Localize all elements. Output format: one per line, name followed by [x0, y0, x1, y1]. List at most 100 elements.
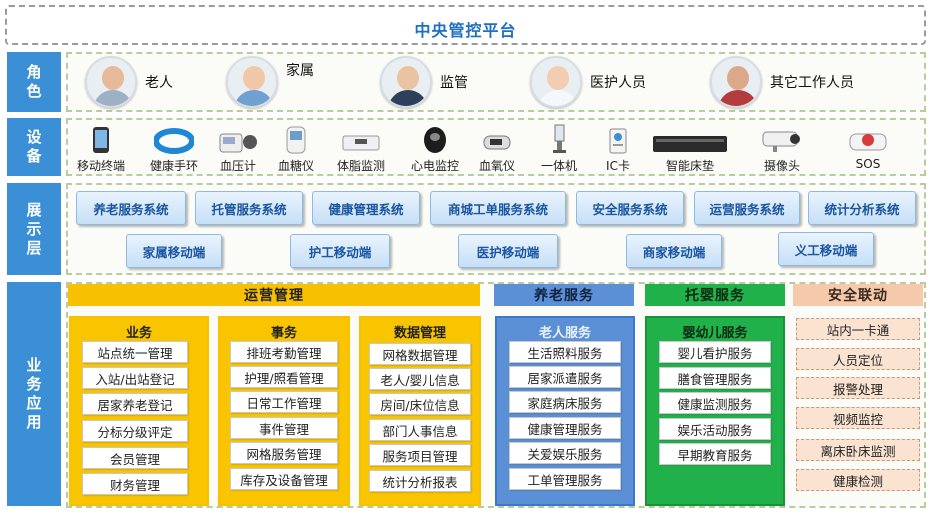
mobile-family[interactable]: 家属移动端: [126, 234, 222, 268]
system-elderly-care[interactable]: 养老服务系统: [76, 191, 186, 225]
list-item[interactable]: 婴儿看护服务: [659, 341, 771, 363]
oximeter-icon: [470, 124, 524, 154]
safety-linkage-header: 安全联动: [793, 284, 923, 306]
blood-pressure-monitor-icon: [212, 124, 264, 154]
body-fat-scale-icon: [330, 124, 392, 154]
list-item[interactable]: 财务管理: [82, 473, 188, 495]
list-item[interactable]: 事件管理: [230, 417, 338, 439]
role-label: 医护人员: [590, 75, 646, 91]
side-label-presentation: 展示层: [7, 183, 61, 275]
list-item[interactable]: 健康检测: [796, 469, 920, 491]
panel-title: 事务: [270, 326, 297, 341]
role-supervisor[interactable]: 监管: [380, 56, 468, 108]
role-label: 监管: [440, 75, 468, 91]
operations-header: 运营管理: [68, 284, 480, 306]
list-item[interactable]: 关爱娱乐服务: [509, 442, 621, 464]
system-custody[interactable]: 托管服务系统: [195, 191, 303, 225]
device-mobile[interactable]: 移动终端: [71, 124, 131, 174]
nurse-avatar-icon: [530, 56, 582, 108]
mobile-phone-icon: [71, 124, 131, 154]
list-item[interactable]: 家庭病床服务: [509, 391, 621, 413]
role-family[interactable]: 家属: [226, 56, 314, 108]
list-item[interactable]: 站内一卡通: [796, 318, 920, 340]
device-bp-monitor[interactable]: 血压计: [212, 124, 264, 174]
supervisor-avatar-icon: [380, 56, 432, 108]
elderly-service-header: 养老服务: [494, 284, 634, 306]
list-item[interactable]: 居家养老登记: [82, 393, 188, 415]
device-sos[interactable]: SOS: [846, 124, 890, 171]
list-item[interactable]: 离床卧床监测: [796, 439, 920, 461]
mobile-medical[interactable]: 医护移动端: [458, 234, 558, 268]
staff-avatar-icon: [710, 56, 762, 108]
panel-title: 业务: [125, 326, 152, 341]
family-avatar-icon: [226, 56, 278, 108]
mobile-merchant[interactable]: 商家移动端: [626, 234, 722, 268]
device-kiosk[interactable]: 一体机: [534, 124, 584, 174]
list-item[interactable]: 网格服务管理: [230, 442, 338, 464]
childcare-service-header: 托婴服务: [645, 284, 785, 306]
list-item[interactable]: 站点统一管理: [82, 341, 188, 363]
role-elderly[interactable]: 老人: [85, 56, 173, 108]
list-item[interactable]: 部门人事信息: [369, 419, 471, 441]
list-item[interactable]: 入站/出站登记: [82, 367, 188, 389]
list-item[interactable]: 库存及设备管理: [230, 468, 338, 490]
platform-banner: 中央管控平台: [5, 5, 926, 45]
system-safety[interactable]: 安全服务系统: [576, 191, 684, 225]
sos-alarm-icon: [846, 124, 890, 154]
ecg-monitor-icon: [404, 124, 466, 154]
list-item[interactable]: 工单管理服务: [509, 468, 621, 490]
device-oximeter[interactable]: 血氧仪: [470, 124, 524, 174]
list-item[interactable]: 人员定位: [796, 348, 920, 370]
device-ecg[interactable]: 心电监控: [404, 124, 466, 174]
camera-icon: [752, 124, 812, 154]
list-item[interactable]: 居家派遣服务: [509, 366, 621, 388]
system-mall-orders[interactable]: 商城工单服务系统: [430, 191, 566, 225]
elderly-avatar-icon: [85, 56, 137, 108]
list-item[interactable]: 老人/婴儿信息: [369, 368, 471, 390]
system-health[interactable]: 健康管理系统: [312, 191, 420, 225]
list-item[interactable]: 服务项目管理: [369, 444, 471, 466]
panel-title: 婴幼儿服务: [682, 326, 748, 341]
panel-title: 老人服务: [538, 326, 591, 341]
list-item[interactable]: 排班考勤管理: [230, 341, 338, 363]
side-label-business: 业务应用: [7, 282, 61, 506]
wristband-icon: [143, 124, 205, 154]
mobile-caregiver[interactable]: 护工移动端: [290, 234, 390, 268]
list-item[interactable]: 分标分级评定: [82, 420, 188, 442]
list-item[interactable]: 早期教育服务: [659, 443, 771, 465]
platform-title: 中央管控平台: [414, 21, 517, 40]
role-label: 其它工作人员: [770, 75, 854, 91]
list-item[interactable]: 日常工作管理: [230, 391, 338, 413]
list-item[interactable]: 网格数据管理: [369, 343, 471, 365]
role-nurse[interactable]: 医护人员: [530, 56, 646, 108]
role-label: 老人: [145, 75, 173, 91]
list-item[interactable]: 统计分析报表: [369, 470, 471, 492]
device-camera[interactable]: 摄像头: [752, 124, 812, 174]
list-item[interactable]: 娱乐活动服务: [659, 418, 771, 440]
system-statistics[interactable]: 统计分析系统: [808, 191, 916, 225]
list-item[interactable]: 健康监测服务: [659, 392, 771, 414]
ic-card-icon: [596, 124, 640, 154]
system-operations[interactable]: 运营服务系统: [694, 191, 800, 225]
mobile-volunteer[interactable]: 义工移动端: [778, 232, 874, 266]
list-item[interactable]: 会员管理: [82, 447, 188, 469]
device-body-fat[interactable]: 体脂监测: [330, 124, 392, 174]
role-label: 家属: [286, 63, 314, 79]
all-in-one-kiosk-icon: [534, 124, 584, 154]
list-item[interactable]: 房间/床位信息: [369, 393, 471, 415]
list-item[interactable]: 膳食管理服务: [659, 367, 771, 389]
smart-mattress-icon: [650, 124, 730, 154]
list-item[interactable]: 视频监控: [796, 407, 920, 429]
device-ic-card[interactable]: IC卡: [596, 124, 640, 174]
list-item[interactable]: 健康管理服务: [509, 417, 621, 439]
side-label-devices: 设备: [7, 118, 61, 176]
device-mattress[interactable]: 智能床垫: [650, 124, 730, 174]
list-item[interactable]: 护理/照看管理: [230, 366, 338, 388]
glucose-meter-icon: [270, 124, 322, 154]
device-wristband[interactable]: 健康手环: [143, 124, 205, 174]
role-staff[interactable]: 其它工作人员: [710, 56, 854, 108]
roles-section: [66, 52, 926, 112]
list-item[interactable]: 报警处理: [796, 377, 920, 399]
device-glucose[interactable]: 血糖仪: [270, 124, 322, 174]
list-item[interactable]: 生活照料服务: [509, 341, 621, 363]
